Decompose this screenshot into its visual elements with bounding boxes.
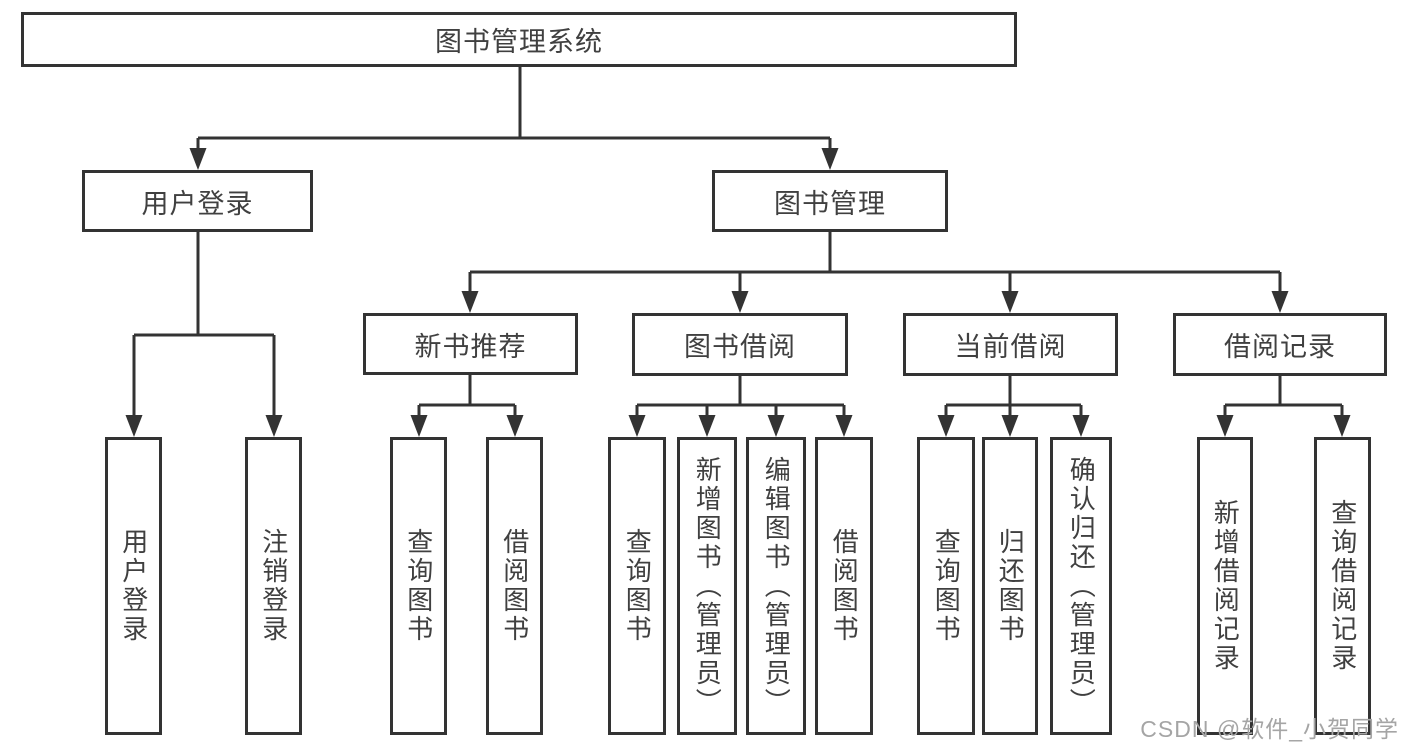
node-root-system: 图书管理系统	[21, 12, 1017, 67]
leaf-bb-add-books-admin: 新增图书（管理员）	[677, 437, 737, 735]
leaf-br-add-record: 新增借阅记录	[1197, 437, 1253, 735]
leaf-cb-confirm-return-admin: 确认归还（管理员）	[1050, 437, 1112, 735]
leaf-bb-borrow-books-label: 借阅图书	[829, 528, 860, 644]
node-new-book-recommend-label: 新书推荐	[414, 331, 527, 362]
leaf-bb-borrow-books: 借阅图书	[815, 437, 873, 735]
node-current-borrow: 当前借阅	[903, 313, 1118, 376]
leaf-bb-add-books-admin-label: 新增图书（管理员）	[692, 455, 723, 717]
node-root-system-label: 图书管理系统	[435, 27, 603, 57]
node-borrow-records-label: 借阅记录	[1224, 332, 1336, 362]
leaf-cb-query-books-label: 查询图书	[931, 528, 962, 644]
node-borrow-records: 借阅记录	[1173, 313, 1387, 376]
node-user-login-label: 用户登录	[141, 188, 254, 219]
leaf-user-login: 用户登录	[105, 437, 162, 735]
leaf-nb-query-books: 查询图书	[390, 437, 447, 735]
leaf-br-query-record-label: 查询借阅记录	[1327, 499, 1358, 673]
leaf-nb-borrow-books: 借阅图书	[486, 437, 543, 735]
leaf-br-add-record-label: 新增借阅记录	[1210, 499, 1241, 673]
leaf-cb-confirm-return-admin-label: 确认归还（管理员）	[1066, 455, 1097, 717]
leaf-bb-edit-books-admin: 编辑图书（管理员）	[746, 437, 806, 735]
node-book-borrow: 图书借阅	[632, 313, 848, 376]
leaf-logout-label: 注销登录	[258, 528, 289, 644]
leaf-cb-return-books-label: 归还图书	[995, 528, 1026, 644]
node-user-login: 用户登录	[82, 170, 313, 232]
leaf-bb-edit-books-admin-label: 编辑图书（管理员）	[761, 455, 792, 717]
csdn-watermark: CSDN @软件_小贺同学	[1140, 716, 1399, 742]
leaf-br-query-record: 查询借阅记录	[1314, 437, 1371, 735]
leaf-user-login-label: 用户登录	[118, 528, 149, 644]
node-book-borrow-label: 图书借阅	[684, 332, 796, 362]
node-book-management-label: 图书管理	[774, 188, 886, 219]
leaf-logout: 注销登录	[245, 437, 302, 735]
node-current-borrow-label: 当前借阅	[954, 332, 1067, 362]
leaf-bb-query-books: 查询图书	[608, 437, 666, 735]
arrowheads	[125, 148, 1351, 437]
node-new-book-recommend: 新书推荐	[363, 313, 578, 375]
leaf-cb-query-books: 查询图书	[917, 437, 975, 735]
leaf-cb-return-books: 归还图书	[982, 437, 1038, 735]
leaf-nb-query-books-label: 查询图书	[403, 528, 434, 644]
node-book-management: 图书管理	[712, 170, 948, 232]
leaf-bb-query-books-label: 查询图书	[622, 528, 653, 644]
leaf-nb-borrow-books-label: 借阅图书	[499, 528, 530, 644]
